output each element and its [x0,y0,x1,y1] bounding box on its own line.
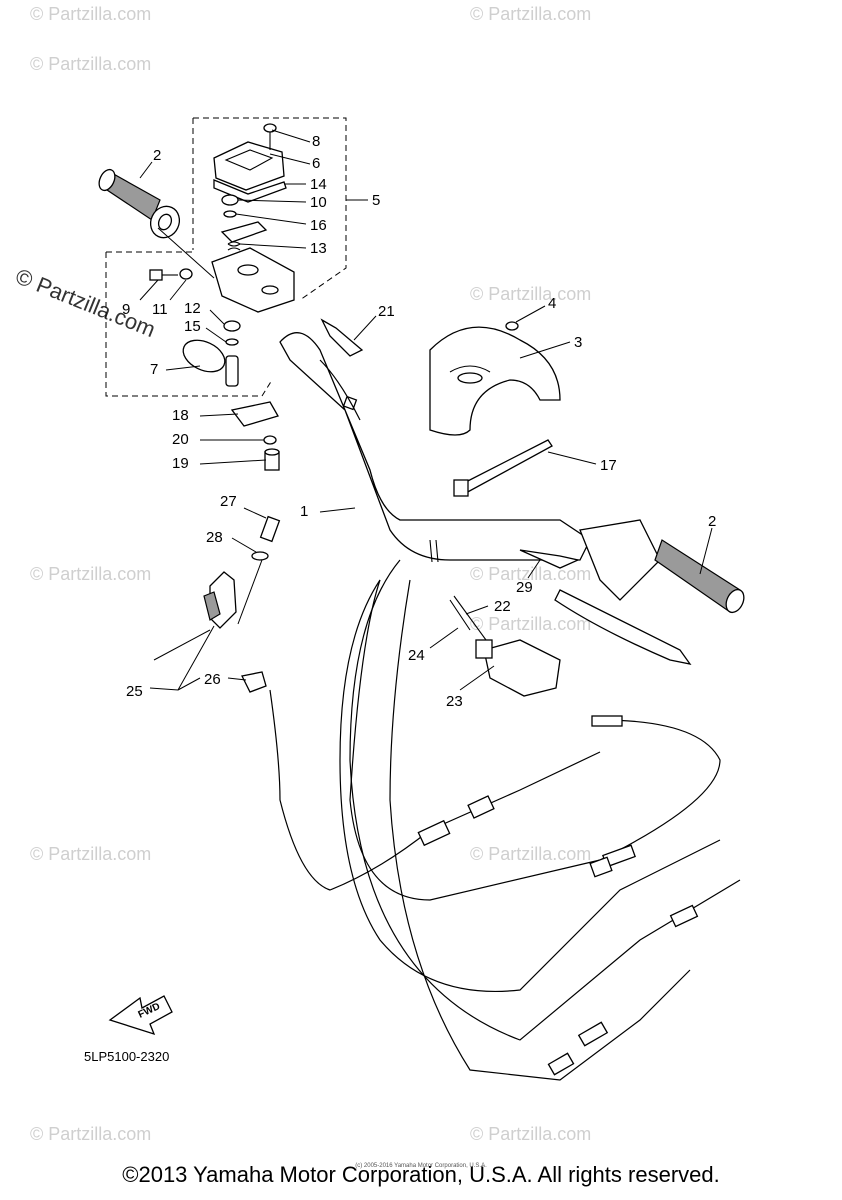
clamp-18 [230,401,279,427]
svg-text:© Partzilla.com: © Partzilla.com [30,54,151,74]
washer-20 [263,435,277,445]
cable-end-26 [241,671,267,693]
svg-text:© Partzilla.com: © Partzilla.com [30,1124,151,1144]
callout-24: 24 [408,647,425,664]
handlebar-cover-3 [429,326,561,436]
switch-housing [211,247,295,313]
svg-text:© Partzilla.com: © Partzilla.com [470,614,591,634]
washer-16 [223,210,237,218]
plate-16 [220,221,268,243]
callout-2-right: 2 [708,513,716,530]
collar-12 [223,320,241,332]
callout-numbers: 1 2 2 3 4 5 6 7 8 9 10 11 12 13 14 15 16… [122,133,716,710]
partzilla-watermark: © Partzilla.com [12,263,159,342]
cable-end-29 [519,549,581,569]
callout-10: 10 [310,194,327,211]
spring-13 [227,241,241,251]
callout-14: 14 [310,176,327,193]
callout-19: 19 [172,455,189,472]
copyright-footer: ©2013 Yamaha Motor Corporation, U.S.A. A… [122,1162,720,1187]
bracket-23 [475,639,561,697]
part-code: 5LP5100-2320 [84,1049,170,1064]
svg-text:© Partzilla.com: © Partzilla.com [30,564,151,584]
callout-6: 6 [312,155,320,172]
callout-3: 3 [574,334,582,351]
washer-28 [251,551,269,561]
callout-15: 15 [184,318,201,335]
callout-22: 22 [494,598,511,615]
callout-16: 16 [310,217,327,234]
svg-text:© Partzilla.com: © Partzilla.com [470,284,591,304]
screw-9 [149,269,178,281]
nut-11 [179,268,193,280]
callout-1: 1 [300,503,308,520]
switch-assembly-outline [193,117,347,301]
throttle-lever-25 [203,571,237,629]
callout-29: 29 [516,579,533,596]
switch-cover [213,141,287,203]
callout-8: 8 [312,133,320,150]
callout-28: 28 [206,529,223,546]
small-copyright: (c) 2005-2016 Yamaha Motor Corporation, … [355,1163,487,1169]
callout-20: 20 [172,431,189,448]
callout-17: 17 [600,457,617,474]
screw-8 [263,123,277,150]
svg-text:© Partzilla.com: © Partzilla.com [470,4,591,24]
switch-lower-outline [105,251,273,397]
bolt-19 [264,448,280,471]
right-grip-assembly [554,519,745,665]
callout-21: 21 [378,303,395,320]
svg-text:© Partzilla.com: © Partzilla.com [470,1124,591,1144]
washer-15 [225,338,239,346]
callout-13: 13 [310,240,327,257]
cable-end-21 [320,318,364,357]
nut-10 [221,194,239,206]
svg-text:© Partzilla.com: © Partzilla.com [30,4,151,24]
cable-band-17 [457,439,553,495]
callout-18: 18 [172,407,189,424]
callout-26: 26 [204,671,221,688]
watermark-layer: © Partzilla.com © Partzilla.com © Partzi… [30,4,591,1144]
callout-27: 27 [220,493,237,510]
screw-27 [259,515,281,543]
callout-4: 4 [548,295,556,312]
callout-5: 5 [372,192,380,209]
svg-text:© Partzilla.com: © Partzilla.com [470,844,591,864]
lanyard-clip-7 [182,339,239,387]
callout-12: 12 [184,300,201,317]
callout-9: 9 [122,301,130,318]
callout-23: 23 [446,693,463,710]
left-grip [98,168,181,239]
callout-11: 11 [152,301,168,318]
fwd-arrow-icon: FWD [108,995,173,1036]
cable-routing [269,359,741,1081]
leader-lines [139,129,713,691]
callout-2-left: 2 [153,147,161,164]
cap-4 [505,321,519,331]
callout-25: 25 [126,683,143,700]
svg-text:© Partzilla.com: © Partzilla.com [30,844,151,864]
callout-7: 7 [150,361,158,378]
